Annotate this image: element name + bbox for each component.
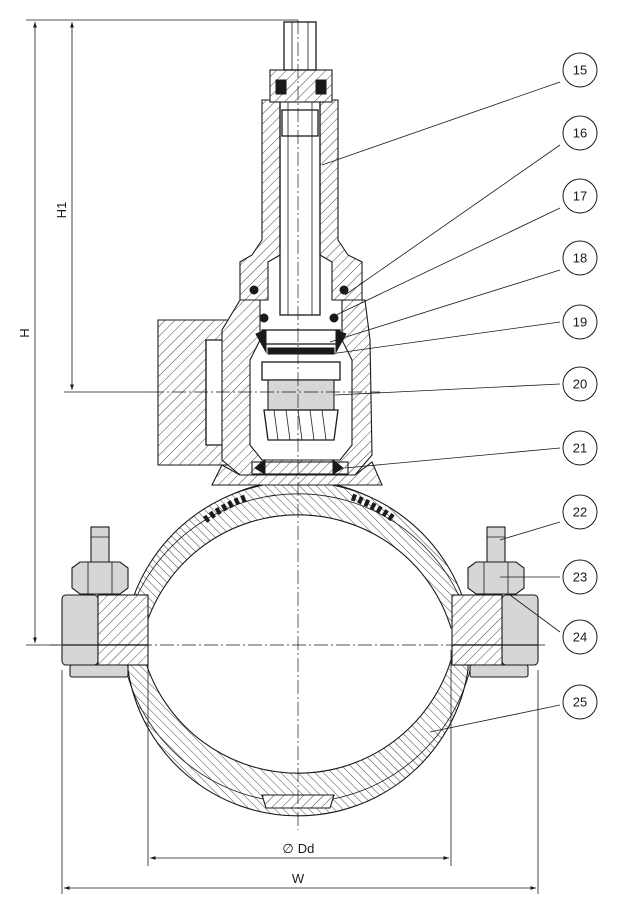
callout-22: 22 — [562, 494, 598, 530]
callout-20: 20 — [562, 366, 598, 402]
dimension-dd-symbol: ∅ — [282, 841, 293, 856]
callout-23: 23 — [562, 559, 598, 595]
dimension-dd: ∅ Dd — [147, 650, 452, 866]
dimension-h: H — [17, 19, 298, 646]
callout-20-label: 20 — [573, 377, 587, 392]
dimension-w-label: W — [292, 871, 305, 886]
left-flange — [61, 594, 149, 678]
callout-leaders — [321, 81, 561, 733]
callout-16-label: 16 — [573, 126, 587, 141]
callout-19-label: 19 — [573, 315, 587, 330]
dimension-h1-label: H1 — [54, 202, 69, 219]
callout-16: 16 — [562, 115, 598, 151]
right-flange — [451, 594, 539, 678]
callout-18-label: 18 — [573, 251, 587, 266]
cutter — [255, 329, 347, 441]
callout-17-label: 17 — [573, 189, 587, 204]
dimension-dd-label: Dd — [298, 841, 315, 856]
dimension-w: W — [61, 670, 539, 894]
callout-18: 18 — [562, 240, 598, 276]
callout-19: 19 — [562, 304, 598, 340]
dimension-h1: H1 — [54, 22, 150, 393]
callout-15-label: 15 — [573, 63, 587, 78]
callout-15: 15 — [562, 52, 598, 88]
callout-17: 17 — [562, 178, 598, 214]
left-bolt — [71, 526, 129, 595]
callout-22-label: 22 — [573, 505, 587, 520]
valve-body — [157, 299, 383, 486]
callout-21-label: 21 — [573, 441, 587, 456]
callout-24-label: 24 — [573, 630, 587, 645]
callout-25: 25 — [562, 684, 598, 720]
bonnet — [239, 21, 363, 323]
callout-25-label: 25 — [573, 695, 587, 710]
right-bolt — [467, 526, 525, 595]
callout-21: 21 — [562, 430, 598, 466]
callout-24: 24 — [562, 619, 598, 655]
center-lines — [50, 20, 545, 830]
dimension-h-label: H — [17, 328, 32, 337]
threaded-inserts — [202, 493, 398, 523]
callout-23-label: 23 — [573, 570, 587, 585]
